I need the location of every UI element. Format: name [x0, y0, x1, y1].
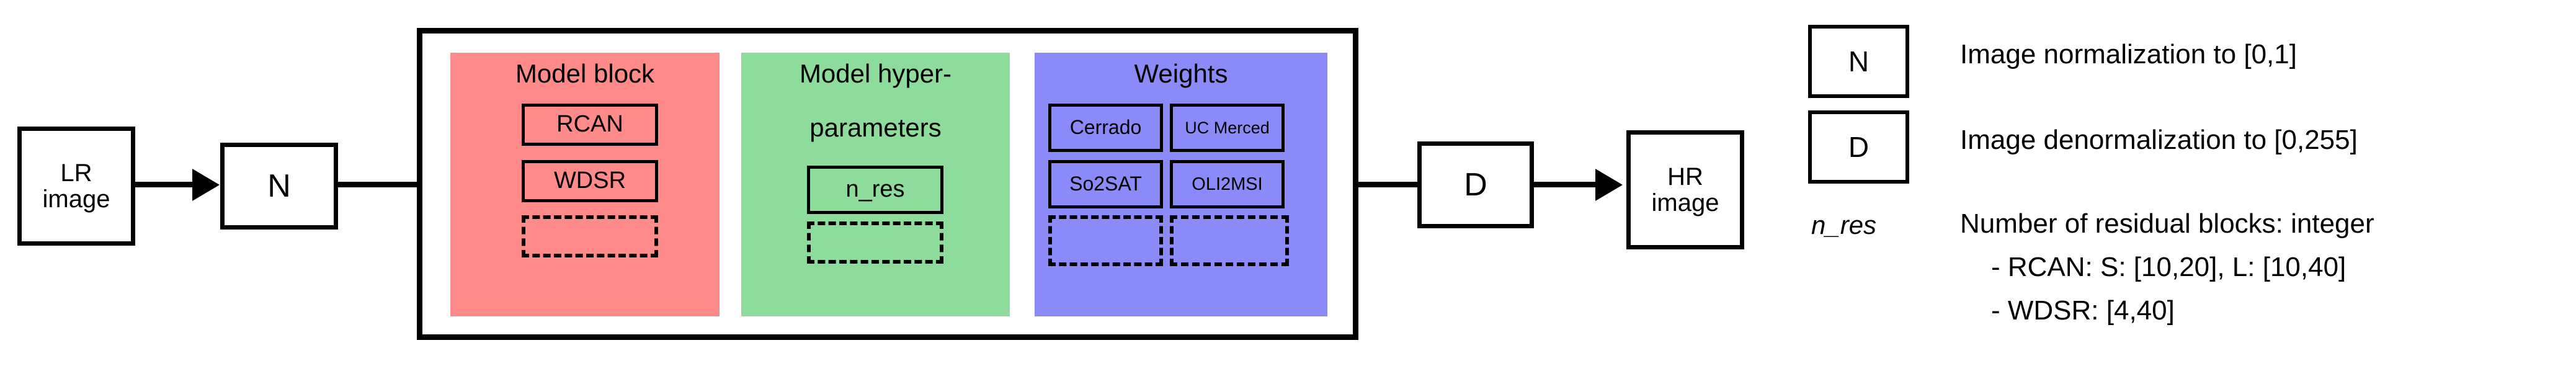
group-model-hyperparameters: Model hyper- parameters n_res	[741, 53, 1010, 316]
model-option-rcan[interactable]: RCAN	[522, 104, 658, 146]
weights-placeholder-left[interactable]	[1048, 215, 1163, 266]
normalization-box: N	[220, 143, 338, 230]
legend-symbol-d: D	[1808, 110, 1909, 184]
weights-option-uc-merced-label: UC Merced	[1185, 118, 1270, 137]
lr-image-line2: image	[42, 185, 110, 213]
legend-symbol-n-label: N	[1848, 45, 1870, 78]
weights-placeholder-right[interactable]	[1170, 215, 1289, 266]
connector-d-to-hr	[1534, 182, 1599, 187]
weights-option-uc-merced[interactable]: UC Merced	[1170, 104, 1285, 152]
normalization-label: N	[267, 167, 291, 204]
hyperparameter-n-res-label: n_res	[845, 176, 905, 203]
legend-description-n-res-wdsr: - WDSR: [4,40]	[1991, 295, 2175, 326]
model-option-placeholder[interactable]	[522, 215, 658, 257]
group-model-block: Model block RCAN WDSR	[450, 53, 720, 316]
hr-image-line2: image	[1651, 189, 1719, 216]
legend-description-denormalization: Image denormalization to [0,255]	[1960, 125, 2358, 155]
weights-option-cerrado-label: Cerrado	[1069, 116, 1142, 139]
group-model-block-title: Model block	[515, 59, 655, 88]
lr-image-line1: LR	[60, 159, 92, 187]
lr-image-box: LR image	[17, 127, 135, 246]
arrowhead-d-to-hr	[1595, 169, 1623, 201]
legend-symbol-d-label: D	[1848, 130, 1870, 163]
legend-symbol-n-res: n_res	[1811, 210, 1877, 239]
arrowhead-lr-to-n	[192, 169, 220, 201]
weights-option-cerrado[interactable]: Cerrado	[1048, 104, 1163, 152]
model-option-wdsr-label: WDSR	[553, 167, 626, 194]
denormalization-label: D	[1464, 166, 1487, 203]
model-option-rcan-label: RCAN	[556, 111, 623, 138]
legend-symbol-n: N	[1808, 25, 1909, 98]
hyperparameter-placeholder[interactable]	[807, 221, 943, 264]
weights-option-so2sat[interactable]: So2SAT	[1048, 160, 1163, 208]
legend-description-n-res: Number of residual blocks: integer	[1960, 208, 2374, 239]
weights-option-oli2msi-label: OLI2MSI	[1192, 174, 1263, 194]
weights-option-oli2msi[interactable]: OLI2MSI	[1170, 160, 1285, 208]
model-option-wdsr[interactable]: WDSR	[522, 160, 658, 202]
hr-image-line1: HR	[1667, 163, 1703, 190]
connector-lr-to-n	[135, 182, 197, 187]
denormalization-box: D	[1417, 141, 1534, 228]
legend-description-normalization: Image normalization to [0,1]	[1960, 39, 2297, 69]
group-weights: Weights Cerrado UC Merced So2SAT OLI2MSI	[1035, 53, 1327, 316]
connector-frame-to-d	[1358, 182, 1420, 187]
legend-description-n-res-rcan: - RCAN: S: [10,20], L: [10,40]	[1991, 252, 2346, 282]
group-hyperparameters-title-line2: parameters	[809, 113, 942, 142]
hyperparameter-n-res[interactable]: n_res	[807, 166, 943, 214]
hr-image-box: HR image	[1626, 130, 1744, 249]
weights-option-so2sat-label: So2SAT	[1069, 172, 1142, 195]
group-weights-title: Weights	[1134, 59, 1228, 88]
group-hyperparameters-title-line1: Model hyper-	[799, 59, 952, 88]
connector-n-to-frame	[338, 182, 420, 187]
